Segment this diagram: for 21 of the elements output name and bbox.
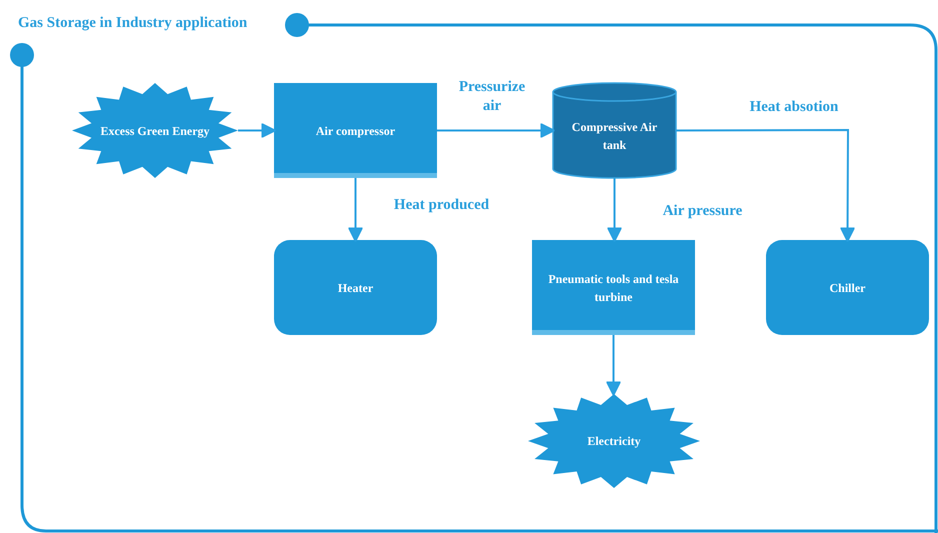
arrow [437,122,556,138]
starburst-shape [72,83,238,178]
arrow [606,335,622,396]
node-label: Air compressor [314,122,396,140]
arrow [606,178,622,242]
process-box [532,240,695,335]
node-label: Chiller [828,280,866,296]
arrow [676,129,856,242]
node-label: Excess Green Energy [99,122,211,140]
process-box [274,83,437,178]
node-label: Pneumatic tools and tesla turbine [547,270,680,306]
rounded-box [766,240,929,335]
arrow [348,178,364,242]
starburst-shape [528,394,700,488]
node-label: Heater [336,280,374,296]
node-label: Electricity [586,433,642,450]
node-label: Compressive Air tank [570,118,658,154]
title: Gas Storage in Industry application [18,15,248,32]
tank-cylinder [553,83,676,178]
rounded-box [274,240,437,335]
arrow [238,122,276,138]
